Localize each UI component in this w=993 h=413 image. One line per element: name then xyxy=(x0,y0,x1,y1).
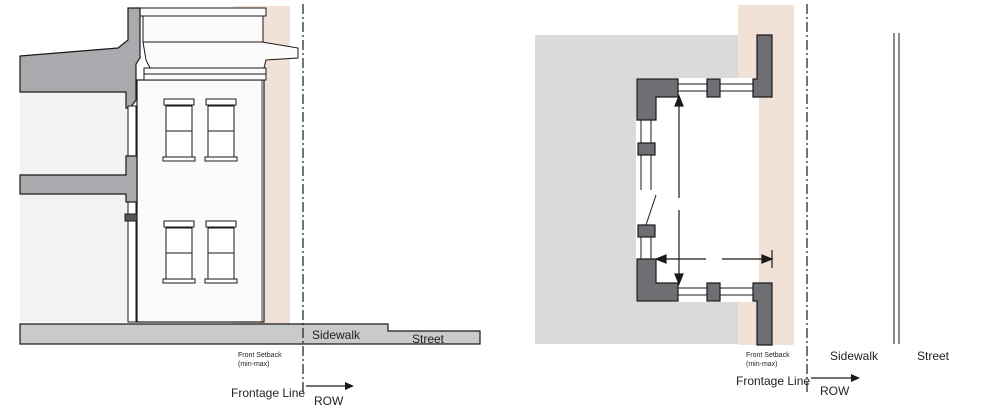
row-arrow xyxy=(306,382,354,390)
sidewalk-label: Sidewalk xyxy=(830,349,879,363)
row-arrow xyxy=(811,374,860,382)
plan-walls xyxy=(636,34,773,346)
storefront-glazing xyxy=(640,83,753,296)
upper-floor-section xyxy=(19,7,141,109)
row-label: ROW xyxy=(820,384,850,398)
upper-windows xyxy=(162,98,238,162)
column-bracket xyxy=(124,213,138,222)
lower-windows xyxy=(162,220,238,284)
setback-dimensions xyxy=(654,94,774,286)
building-cornice xyxy=(139,7,299,81)
setback-label-line2: (min-max) xyxy=(238,361,270,368)
setback-label-line2: (min-max) xyxy=(746,361,778,368)
section-view: Sidewalk Street Front Setback (min-max) … xyxy=(19,4,481,408)
row-label: ROW xyxy=(314,394,344,408)
plan-view: Sidewalk Street Front Setback (min-max) … xyxy=(535,4,950,398)
building-facade xyxy=(136,79,265,323)
frontage-line-label: Frontage Line xyxy=(736,374,810,388)
setback-label-line1: Front Setback xyxy=(238,352,282,359)
frontage-line-label: Frontage Line xyxy=(231,386,305,400)
setback-label-line1: Front Setback xyxy=(746,352,790,359)
sidewalk-street-section xyxy=(19,323,481,345)
middle-floor-section xyxy=(19,155,138,203)
sidewalk-label: Sidewalk xyxy=(312,328,361,342)
street-label: Street xyxy=(412,332,445,346)
street-label: Street xyxy=(917,349,950,363)
curb-lines xyxy=(893,33,900,344)
adjacent-building-wall xyxy=(20,90,130,322)
